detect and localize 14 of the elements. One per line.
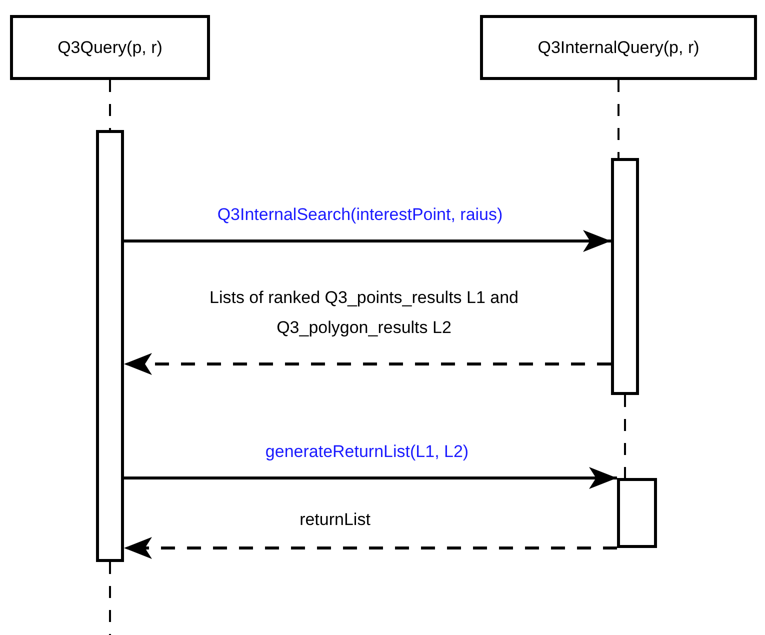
message-arrow xyxy=(124,230,611,252)
lifeline xyxy=(109,80,111,130)
activation-bar xyxy=(617,478,657,548)
participant-name: Q3InternalQuery(p, r) xyxy=(538,38,700,58)
activation-bar xyxy=(611,158,639,395)
lifeline xyxy=(624,395,626,478)
participant-box xyxy=(480,15,757,80)
message-arrow xyxy=(124,537,617,559)
participant-box xyxy=(10,15,210,80)
activation-bar xyxy=(96,130,124,562)
participant-name: Q3Query(p, r) xyxy=(58,38,162,58)
message-arrow xyxy=(124,467,617,489)
message-arrow xyxy=(124,353,611,375)
lifeline xyxy=(618,80,620,158)
